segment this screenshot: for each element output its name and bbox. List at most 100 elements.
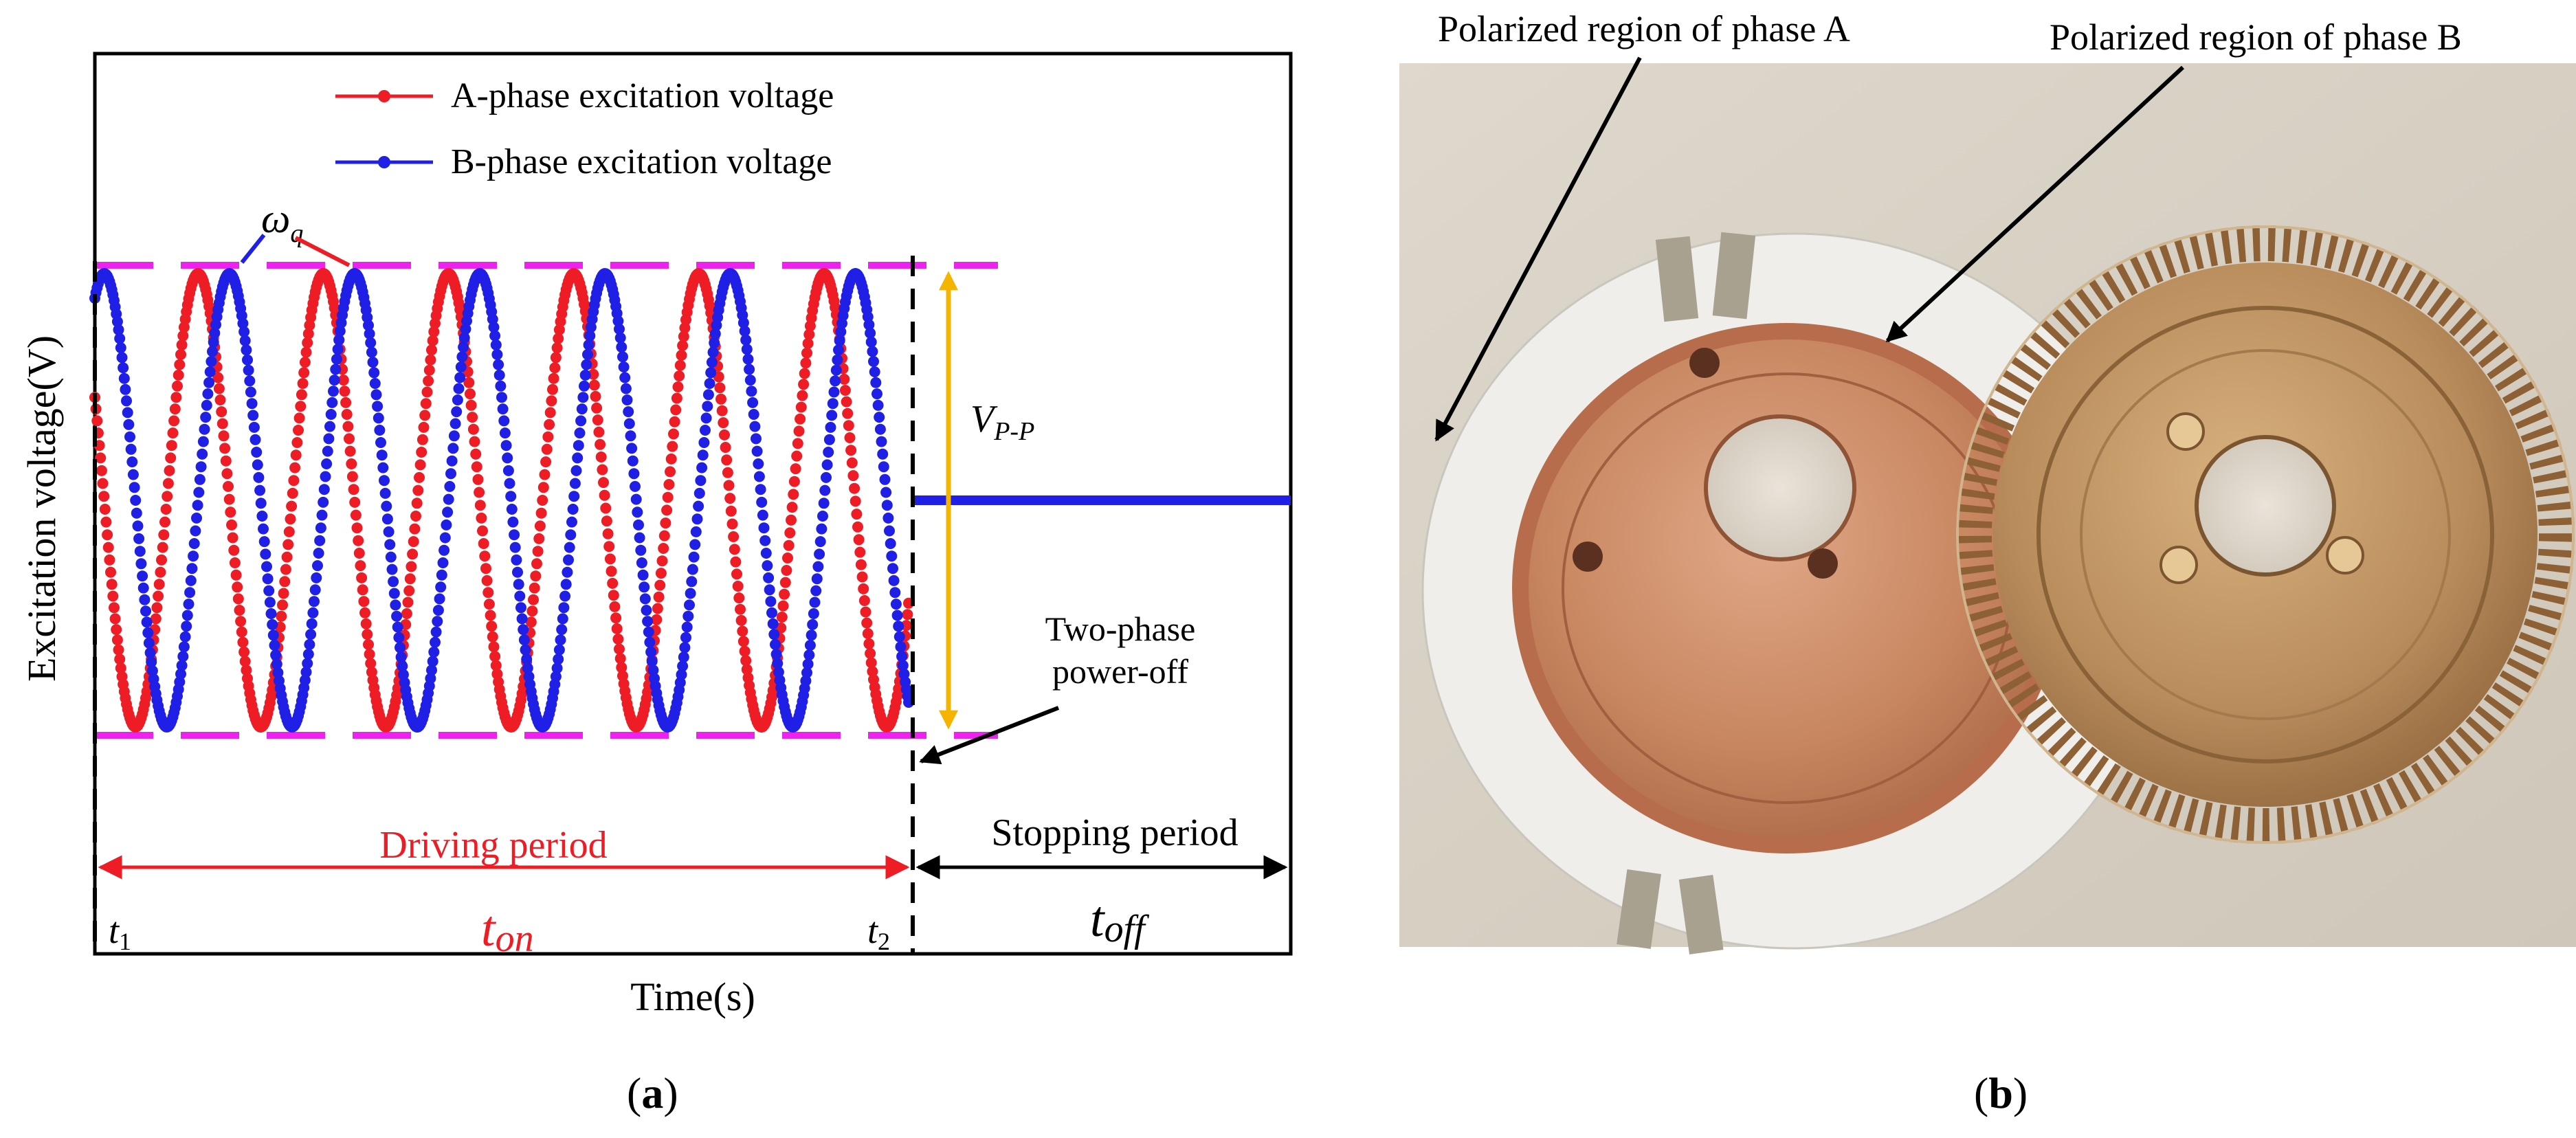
- a-phase-point: [285, 513, 296, 525]
- b-phase-point: [255, 498, 267, 509]
- b-phase-point: [772, 658, 784, 669]
- b-phase-point: [326, 397, 338, 408]
- b-phase-point: [834, 335, 845, 346]
- a-phase-point: [590, 390, 601, 402]
- b-phase-point: [334, 325, 346, 337]
- a-phase-point: [676, 350, 687, 361]
- a-phase-point: [861, 617, 873, 629]
- b-phase-point: [114, 333, 126, 344]
- a-phase-point: [656, 555, 668, 567]
- a-phase-point: [106, 579, 118, 590]
- a-phase-point: [408, 536, 419, 548]
- legend-marker-a: [378, 90, 390, 102]
- b-phase-point: [191, 512, 202, 524]
- a-phase-point: [474, 487, 485, 498]
- b-phase-point: [685, 588, 696, 599]
- b-phase-point: [458, 332, 470, 344]
- b-phase-point: [865, 336, 877, 348]
- b-phase-point: [142, 627, 154, 638]
- b-phase-point: [618, 361, 630, 372]
- b-phase-point: [812, 561, 824, 572]
- b-phase-point: [693, 500, 704, 512]
- a-phase-point: [803, 328, 815, 340]
- b-phase-point: [553, 654, 564, 665]
- b-phase-point: [763, 572, 775, 583]
- a-phase-point: [604, 553, 616, 565]
- a-phase-point: [490, 660, 502, 671]
- b-phase-point: [455, 361, 467, 372]
- a-phase-point: [795, 413, 806, 425]
- a-phase-point: [153, 590, 164, 602]
- a-phase-point: [111, 624, 122, 636]
- b-phase-point: [821, 471, 832, 483]
- b-phase-point: [558, 602, 570, 614]
- a-phase-point: [714, 382, 726, 394]
- a-phase-point: [865, 647, 876, 659]
- a-phase-point: [169, 403, 181, 415]
- a-phase-point: [533, 533, 545, 544]
- b-phase-point: [315, 522, 326, 534]
- b-phase-point: [737, 317, 749, 328]
- omega-label: ωq: [261, 196, 303, 248]
- b-phase-point: [502, 452, 513, 464]
- a-phase-point: [845, 445, 857, 456]
- b-phase-point: [367, 357, 379, 368]
- a-phase-point: [674, 359, 686, 371]
- b-phase-point: [118, 362, 129, 374]
- b-phase-point: [175, 668, 186, 680]
- b-phase-point: [200, 412, 212, 423]
- b-phase-point: [489, 330, 501, 342]
- a-phase-point: [174, 359, 186, 370]
- b-phase-point: [507, 516, 519, 528]
- a-phase-point: [280, 564, 291, 575]
- a-phase-point: [792, 438, 803, 449]
- a-phase-point: [779, 577, 791, 588]
- a-phase-point: [801, 347, 812, 359]
- a-phase-point: [340, 397, 352, 408]
- a-phase-point: [359, 607, 370, 618]
- b-phase-point: [632, 506, 643, 518]
- b-phase-point: [256, 511, 268, 522]
- a-phase-point: [539, 469, 551, 480]
- b-phase-point: [762, 560, 773, 572]
- b-phase-point: [332, 344, 344, 355]
- b-phase-point: [744, 375, 756, 386]
- b-phase-point: [700, 425, 711, 436]
- a-phase-point: [365, 658, 377, 669]
- b-phase-point: [643, 626, 654, 638]
- a-phase-point: [348, 484, 359, 495]
- a-phase-point: [467, 423, 479, 435]
- arrow-phase-b: [1885, 65, 2185, 343]
- b-phase-point: [872, 399, 884, 411]
- a-phase-point: [723, 480, 735, 491]
- b-phase-point: [689, 539, 701, 550]
- b-phase-point: [123, 419, 135, 430]
- a-phase-point: [232, 593, 244, 605]
- b-phase-point: [802, 658, 814, 670]
- a-phase-point: [653, 591, 665, 603]
- stator-disk: [1421, 232, 2166, 955]
- b-phase-point: [696, 462, 708, 473]
- a-phase-point: [419, 410, 431, 421]
- a-phase-point: [241, 665, 252, 676]
- b-phase-point: [635, 544, 647, 556]
- b-phase-point: [645, 646, 657, 658]
- a-phase-point: [665, 453, 677, 465]
- a-phase-point: [865, 657, 877, 669]
- b-phase-point: [757, 509, 768, 521]
- b-phase-point: [755, 484, 766, 495]
- b-phase-point: [432, 616, 443, 627]
- b-phase-point: [705, 367, 717, 379]
- a-phase-point: [226, 519, 237, 531]
- b-phase-point: [495, 380, 507, 392]
- b-phase-point: [312, 560, 323, 572]
- a-phase-point: [420, 398, 432, 410]
- b-phase-point: [880, 487, 892, 498]
- a-phase-point: [153, 579, 165, 590]
- a-phase-point: [847, 470, 859, 482]
- b-phase-point: [641, 605, 652, 616]
- a-phase-point: [776, 612, 788, 623]
- a-phase-point: [779, 588, 790, 600]
- a-phase-point: [730, 556, 742, 568]
- b-phase-point: [818, 498, 830, 509]
